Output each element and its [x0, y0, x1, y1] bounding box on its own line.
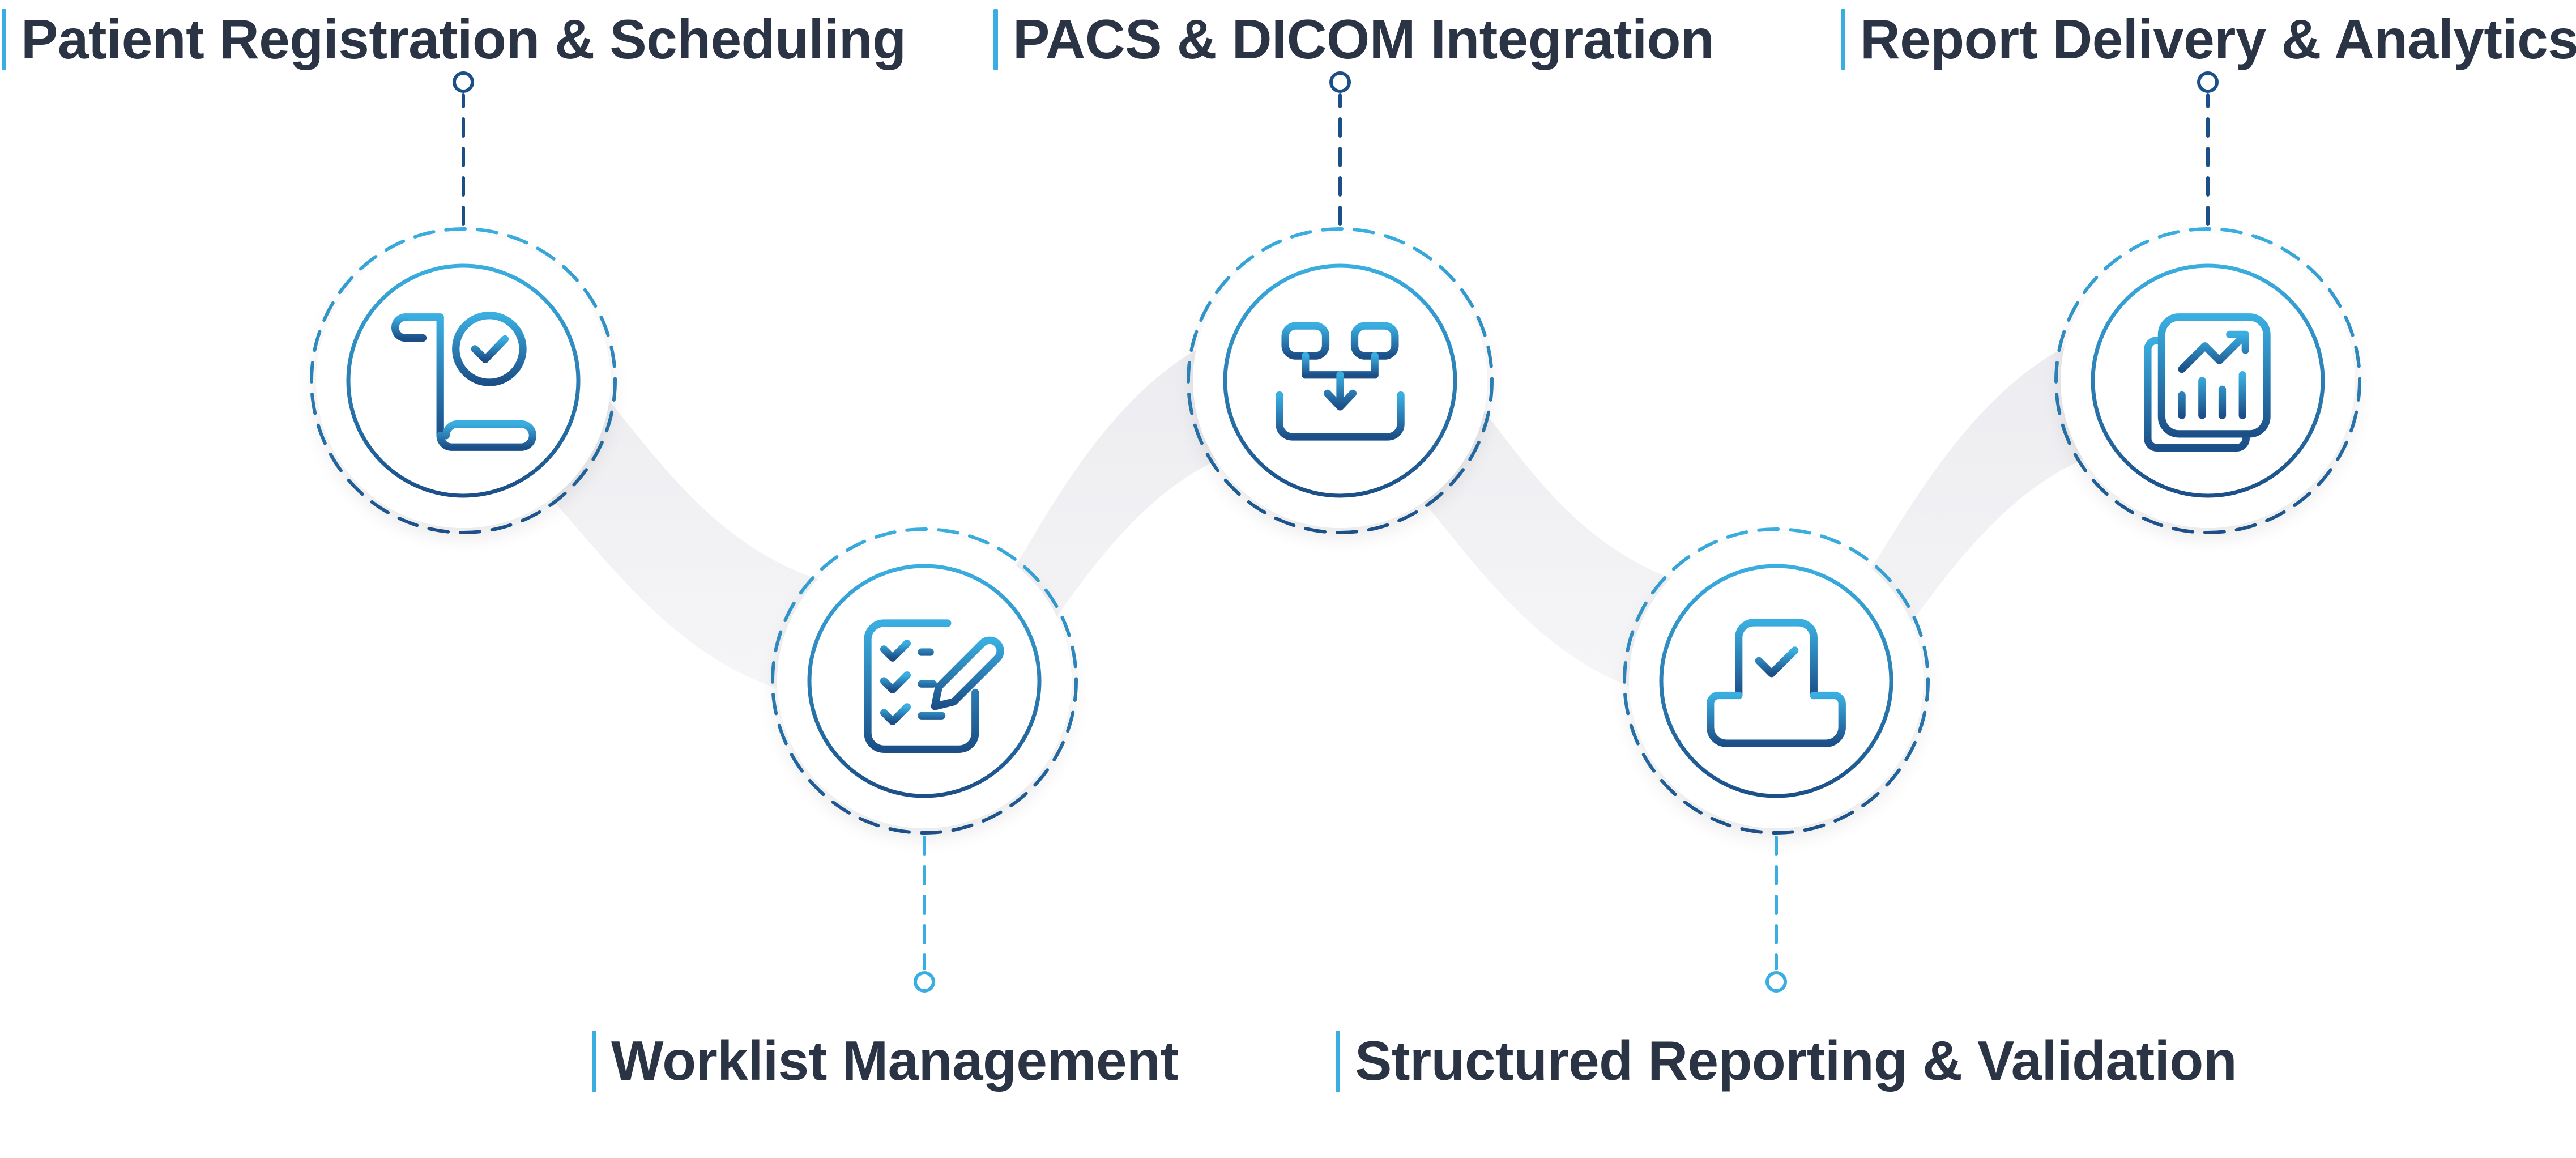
analytics-report-icon — [2144, 313, 2271, 452]
node-dashed-ring — [1187, 227, 1494, 534]
step-label-structured-reporting: Structured Reporting & Validation — [1336, 1031, 2237, 1092]
node-dashed-ring — [2054, 227, 2361, 534]
node-leader-dot — [2197, 71, 2219, 93]
workflow-node-0 — [310, 71, 617, 534]
node-dashed-ring — [1623, 527, 1930, 835]
worklist-edit-icon — [864, 619, 1004, 753]
node-inner-ring — [2091, 263, 2325, 498]
workflow-node-1 — [771, 527, 1078, 993]
node-dashed-ring — [310, 227, 617, 534]
step-label-pacs-dicom: PACS & DICOM Integration — [993, 9, 1715, 70]
node-dashed-ring — [771, 527, 1078, 835]
workflow-node-3 — [1623, 527, 1930, 993]
node-leader-dot — [914, 971, 935, 993]
registration-checklist-icon — [391, 312, 537, 451]
step-label-worklist: Worklist Management — [592, 1031, 1179, 1092]
node-leader-dot — [453, 71, 474, 93]
workflow-nodes — [310, 71, 2361, 993]
step-label-patient-registration: Patient Registration & Scheduling — [2, 9, 906, 70]
node-leader-dot — [1329, 71, 1351, 93]
node-inner-ring — [346, 263, 581, 498]
workflow-node-4 — [2054, 71, 2361, 534]
workflow-node-2 — [1187, 71, 1494, 534]
dicom-integration-flow-icon — [1276, 322, 1405, 441]
node-leader-dot — [1765, 971, 1787, 993]
report-tray-check-icon — [1707, 619, 1846, 747]
step-label-report-delivery: Report Delivery & Analytics — [1841, 9, 2576, 70]
node-inner-ring — [1659, 564, 1893, 798]
